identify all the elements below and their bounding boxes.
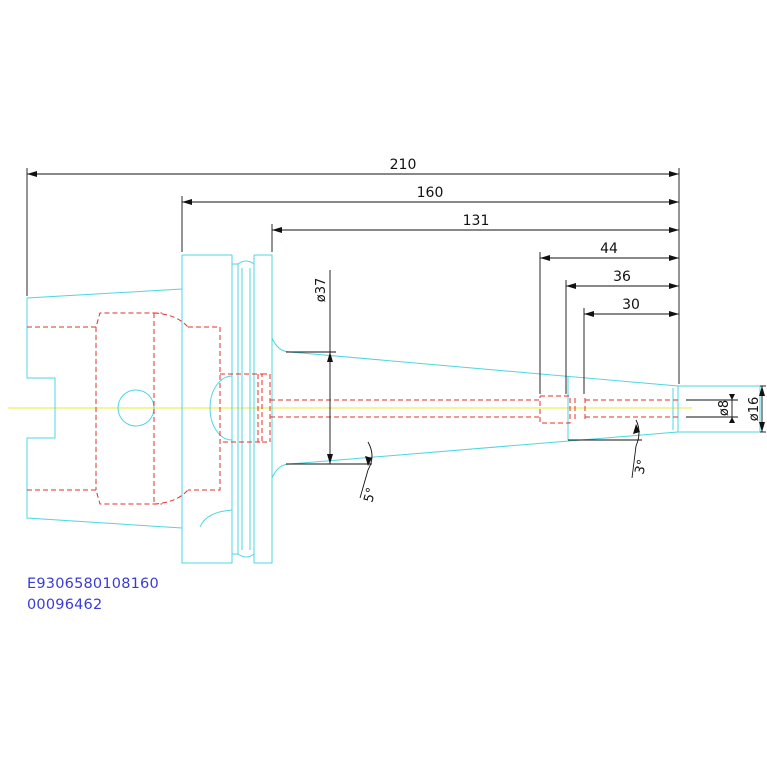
dim-taper-length: 131: [463, 213, 490, 229]
dim-flange-to-end: 160: [417, 185, 444, 201]
dim-angle-3: 3°: [632, 458, 650, 476]
part-code: E9306580108160: [27, 576, 159, 592]
dim-bore-depth-36: 36: [613, 269, 631, 285]
tool-holder-outline: [26, 254, 761, 564]
dim-overall-length: 210: [390, 157, 417, 173]
dim-angle-5: 5°: [361, 486, 379, 504]
dim-bore-depth-44: 44: [600, 241, 618, 257]
dim-bore-diameter: ø8: [717, 400, 732, 416]
dimension-lines: [26, 168, 766, 499]
dim-tip-diameter: ø16: [747, 397, 762, 422]
dim-taper-diameter: ø37: [314, 278, 329, 303]
dim-bore-depth-30: 30: [622, 297, 640, 313]
hidden-internal-features: [27, 312, 678, 505]
part-number: 00096462: [27, 597, 102, 613]
